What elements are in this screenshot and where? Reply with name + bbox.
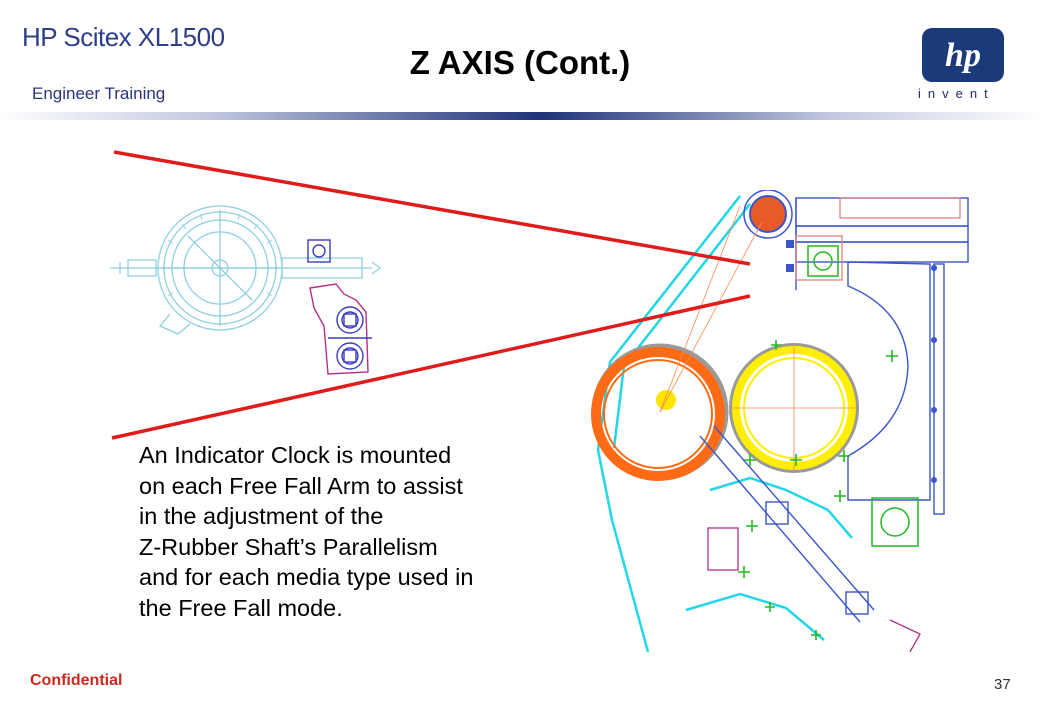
indicator-clock-drawing (110, 205, 382, 375)
hp-logo: hp (922, 28, 1004, 82)
page-number: 37 (994, 676, 1011, 693)
description-line: An Indicator Clock is mounted (139, 442, 452, 468)
description-line: the Free Fall mode. (139, 594, 343, 621)
description-line: in the adjustment of the (139, 503, 384, 529)
description-line: on each Free Fall Arm to assist (139, 472, 463, 499)
z-axis-assembly-drawing (591, 190, 969, 652)
description-line: Z-Rubber Shaft’s Parallelism (139, 533, 438, 560)
brand-name: HP Scitex XL1500 (22, 22, 225, 52)
description-text: An Indicator Clock is mounted on each Fr… (139, 440, 579, 623)
logo-tagline: invent (918, 86, 995, 101)
hp-logo-text: hp (945, 37, 981, 74)
training-subtitle: Engineer Training (32, 84, 166, 103)
confidential-label: Confidential (30, 672, 123, 689)
header-gradient-band (0, 112, 1040, 120)
description-line: and for each media type used in (139, 564, 474, 590)
slide-title: Z AXIS (Cont.) (409, 44, 631, 81)
